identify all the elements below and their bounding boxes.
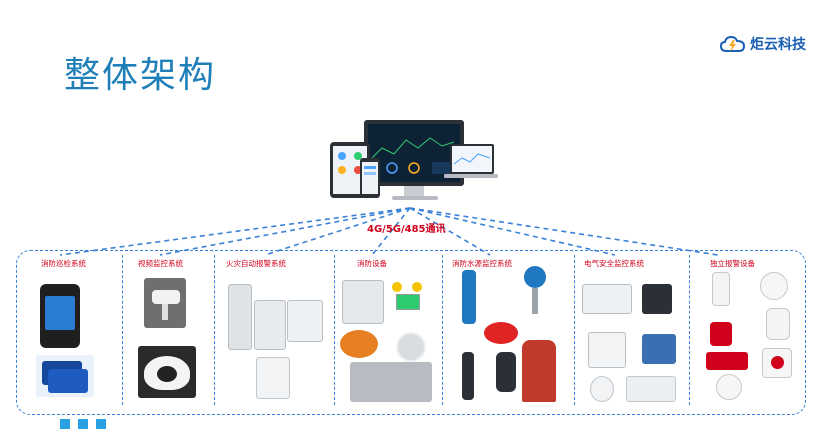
control-box-image — [256, 357, 290, 399]
section-divider — [689, 255, 690, 405]
alarm-button-image — [706, 352, 748, 370]
wireless-sensor-image — [484, 322, 518, 344]
section-label-fire-alarm: 火灾自动报警系统 — [226, 259, 286, 268]
emergency-light-image — [392, 282, 422, 316]
bullet-camera-image — [144, 278, 186, 328]
breaker-image — [588, 332, 626, 368]
dome-camera-image — [138, 346, 196, 398]
cloud-lightning-icon — [720, 35, 746, 52]
section-divider — [334, 255, 335, 405]
handheld-terminal-image — [40, 284, 80, 348]
emergency-button-image — [762, 348, 792, 378]
section-divider — [574, 255, 575, 405]
section-label-fire-equipment: 消防设备 — [357, 259, 387, 268]
current-transformers-image — [626, 376, 676, 402]
speaker-image — [396, 332, 426, 362]
temperature-sensor-image — [590, 376, 614, 402]
alarm-panel-image — [254, 300, 286, 350]
smoke-alarm-image — [760, 272, 788, 300]
smoke-exhaust-fan-image — [340, 330, 378, 358]
section-label-standalone-alarm: 独立报警设备 — [710, 259, 755, 268]
section-label-patrol: 消防巡检系统 — [41, 259, 86, 268]
level-sensor-image — [462, 270, 476, 324]
section-divider — [122, 255, 123, 405]
devices-illustration — [330, 120, 498, 200]
flow-sensor-image — [496, 352, 516, 392]
decorative-squares — [60, 419, 106, 429]
fire-door-image — [342, 280, 384, 324]
alarm-cabinet-image — [228, 284, 252, 350]
water-probe-image — [462, 352, 474, 400]
brand-logo: 炬云科技 — [720, 34, 806, 54]
duct-system-image — [350, 362, 432, 402]
section-divider — [214, 255, 215, 405]
section-label-water-source: 消防水源监控系统 — [452, 259, 512, 268]
section-label-video: 视频监控系统 — [138, 259, 183, 268]
heat-detector-image — [716, 374, 742, 400]
electrical-monitor-image — [582, 284, 632, 314]
platform-devices — [322, 118, 498, 210]
nfc-cards-image — [36, 355, 94, 397]
meter-image — [642, 284, 672, 314]
display-module-image — [642, 334, 676, 364]
communication-label: 4G/5G/485通讯 — [367, 224, 446, 235]
brand-name: 炬云科技 — [750, 37, 806, 53]
gas-detector-image — [712, 272, 730, 306]
subsystems-container — [16, 250, 806, 415]
infrared-detector-image — [766, 308, 790, 340]
page-title: 整体架构 — [64, 55, 217, 96]
sound-light-alarm-image — [710, 322, 732, 346]
section-divider — [442, 255, 443, 405]
fire-hydrant-image — [522, 340, 556, 402]
section-label-electrical: 电气安全监控系统 — [584, 259, 644, 268]
pressure-sensor-image — [520, 266, 550, 318]
alarm-console-image — [287, 300, 323, 342]
